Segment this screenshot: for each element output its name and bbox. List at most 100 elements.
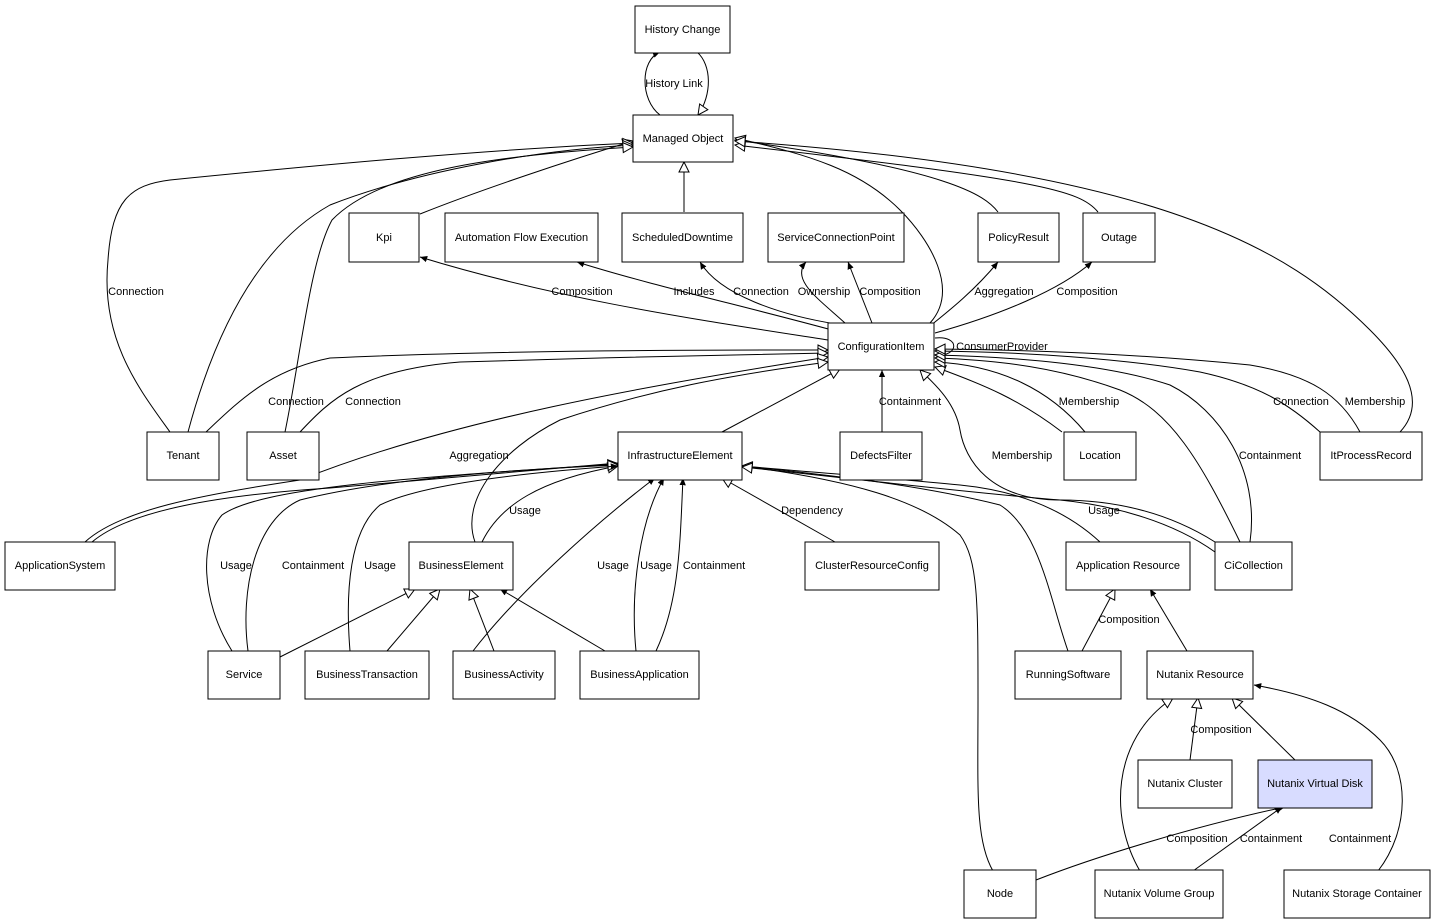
node-label: DefectsFilter (850, 450, 912, 462)
edge-label-ci-outage: Composition (1056, 286, 1117, 298)
node-label: RunningSoftware (1026, 669, 1110, 681)
edge-ci-sd (699, 261, 837, 325)
edge-label-history-link: History Link (645, 78, 703, 90)
edge-nvd-nr (1189, 698, 1198, 761)
edge-tenant-mo-a (106, 143, 633, 433)
node-application-system[interactable]: ApplicationSystem (4, 541, 116, 591)
node-configuration-item[interactable]: ConfigurationItem (827, 322, 935, 371)
node-nutanix-virtual-disk[interactable]: Nutanix Virtual Disk (1257, 759, 1373, 809)
edge-node-nvd (1253, 683, 1403, 872)
node-node[interactable]: Node (963, 869, 1037, 919)
edge-pr-mo (735, 140, 999, 213)
node-label: BusinessActivity (464, 669, 544, 681)
node-service-connection-point[interactable]: ServiceConnectionPoint (767, 212, 905, 263)
edge-outage-mo (735, 145, 1099, 213)
edge-ar-ie (742, 466, 1069, 652)
edge-ci-mo (735, 138, 943, 324)
edge-label-be-ie: Usage (509, 505, 541, 517)
node-outage[interactable]: Outage (1082, 212, 1156, 263)
edge-bapp-ie-usage (472, 477, 656, 652)
node-application-resource[interactable]: Application Resource (1065, 541, 1191, 591)
edge-rs-ar (499, 588, 606, 652)
node-label: Managed Object (643, 133, 724, 145)
edge-label-node-nvd: Composition (1166, 833, 1227, 845)
edge-ci-scp-comp (847, 261, 873, 324)
node-tenant[interactable]: Tenant (146, 431, 220, 481)
node-label: History Change (645, 24, 721, 36)
node-label: CiCollection (1224, 560, 1283, 572)
edge-nr-ar (1081, 589, 1115, 652)
node-label: Kpi (376, 232, 392, 244)
node-label: Nutanix Resource (1156, 669, 1243, 681)
node-managed-object[interactable]: Managed Object (632, 114, 734, 163)
edge-label-ba-ie: Usage (597, 560, 629, 572)
edge-ci-pr (929, 261, 999, 327)
node-label: Application Resource (1076, 560, 1180, 572)
node-business-application[interactable]: BusinessApplication (579, 650, 700, 700)
edge-loc-ci (935, 367, 1063, 433)
edge-asset-ci (299, 353, 828, 433)
node-nutanix-cluster[interactable]: Nutanix Cluster (1137, 759, 1233, 809)
edge-nsc-nvd (1192, 806, 1283, 872)
edge-label-as-ie: Aggregation (449, 450, 508, 462)
node-label: Tenant (166, 450, 199, 462)
edge-rs-ie (742, 466, 994, 872)
edge-label-cc-ci-cont: Containment (1239, 450, 1301, 462)
node-label: Outage (1101, 232, 1137, 244)
node-automation-flow-execution[interactable]: Automation Flow Execution (444, 212, 599, 263)
edge-bapp-ie-cont (633, 477, 665, 652)
edge-as-ie (91, 460, 619, 543)
edge-label-ci-pr: Aggregation (974, 286, 1033, 298)
edge-history-inherit (696, 51, 709, 115)
edge-label-ipr-ci-mem: Membership (1345, 396, 1406, 408)
node-policy-result[interactable]: PolicyResult (977, 212, 1060, 263)
node-it-process-record[interactable]: ItProcessRecord (1319, 431, 1423, 481)
edges-layer (84, 51, 1413, 881)
edge-label-ci-scp-own: Ownership (798, 286, 851, 298)
edge-nsc-nr (1120, 698, 1173, 872)
node-business-activity[interactable]: BusinessActivity (452, 650, 556, 700)
node-running-software[interactable]: RunningSoftware (1014, 650, 1122, 700)
node-label: Nutanix Virtual Disk (1267, 778, 1363, 790)
node-defects-filter[interactable]: DefectsFilter (839, 431, 923, 481)
node-label: ScheduledDowntime (632, 232, 733, 244)
edge-cc-ci-mem (920, 370, 1216, 543)
node-service[interactable]: Service (207, 650, 281, 700)
edge-svc-ie-usage (481, 466, 618, 543)
node-kpi[interactable]: Kpi (348, 212, 420, 263)
node-label: Asset (269, 450, 297, 462)
node-history-change[interactable]: History Change (634, 5, 731, 54)
edge-svc-be (742, 467, 1216, 553)
node-label: BusinessApplication (590, 669, 688, 681)
edge-loc-ci-mem (935, 362, 1086, 433)
edge-label-nvg-nvd: Containment (1240, 833, 1302, 845)
node-asset[interactable]: Asset (246, 431, 320, 481)
node-infrastructure-element[interactable]: InfrastructureElement (617, 431, 743, 481)
edge-bapp-be (470, 589, 495, 652)
edge-ipr-ci-mem (935, 351, 1321, 433)
node-cluster-resource-config[interactable]: ClusterResourceConfig (804, 541, 940, 591)
node-scheduled-downtime[interactable]: ScheduledDowntime (621, 212, 744, 263)
node-nutanix-volume-group[interactable]: Nutanix Volume Group (1094, 869, 1224, 919)
node-nutanix-storage-container[interactable]: Nutanix Storage Container (1283, 869, 1431, 919)
node-ci-collection[interactable]: CiCollection (1214, 541, 1293, 591)
node-label: Nutanix Cluster (1147, 778, 1223, 790)
node-label: ClusterResourceConfig (815, 560, 929, 572)
edge-bt-be (279, 589, 415, 658)
edge-label-tenant-mo-a: Connection (108, 286, 164, 298)
edge-bt-ie (245, 465, 618, 652)
node-label: BusinessElement (419, 560, 504, 572)
node-location[interactable]: Location (1063, 431, 1137, 481)
node-label: Nutanix Storage Container (1292, 888, 1422, 900)
edge-ci-afe (576, 261, 833, 331)
node-business-element[interactable]: BusinessElement (408, 541, 514, 591)
node-label: ApplicationSystem (15, 560, 106, 572)
node-nutanix-resource[interactable]: Nutanix Resource (1146, 650, 1254, 700)
edge-ba-be (386, 589, 440, 652)
edge-label-cc-ie: Usage (1088, 505, 1120, 517)
edge-ipr-ci-conn (935, 355, 1252, 543)
node-business-transaction[interactable]: BusinessTransaction (304, 650, 430, 700)
node-label: ConfigurationItem (838, 341, 925, 353)
edge-crc-ie (655, 477, 686, 652)
edge-label-rs-ar: Composition (1098, 614, 1159, 626)
